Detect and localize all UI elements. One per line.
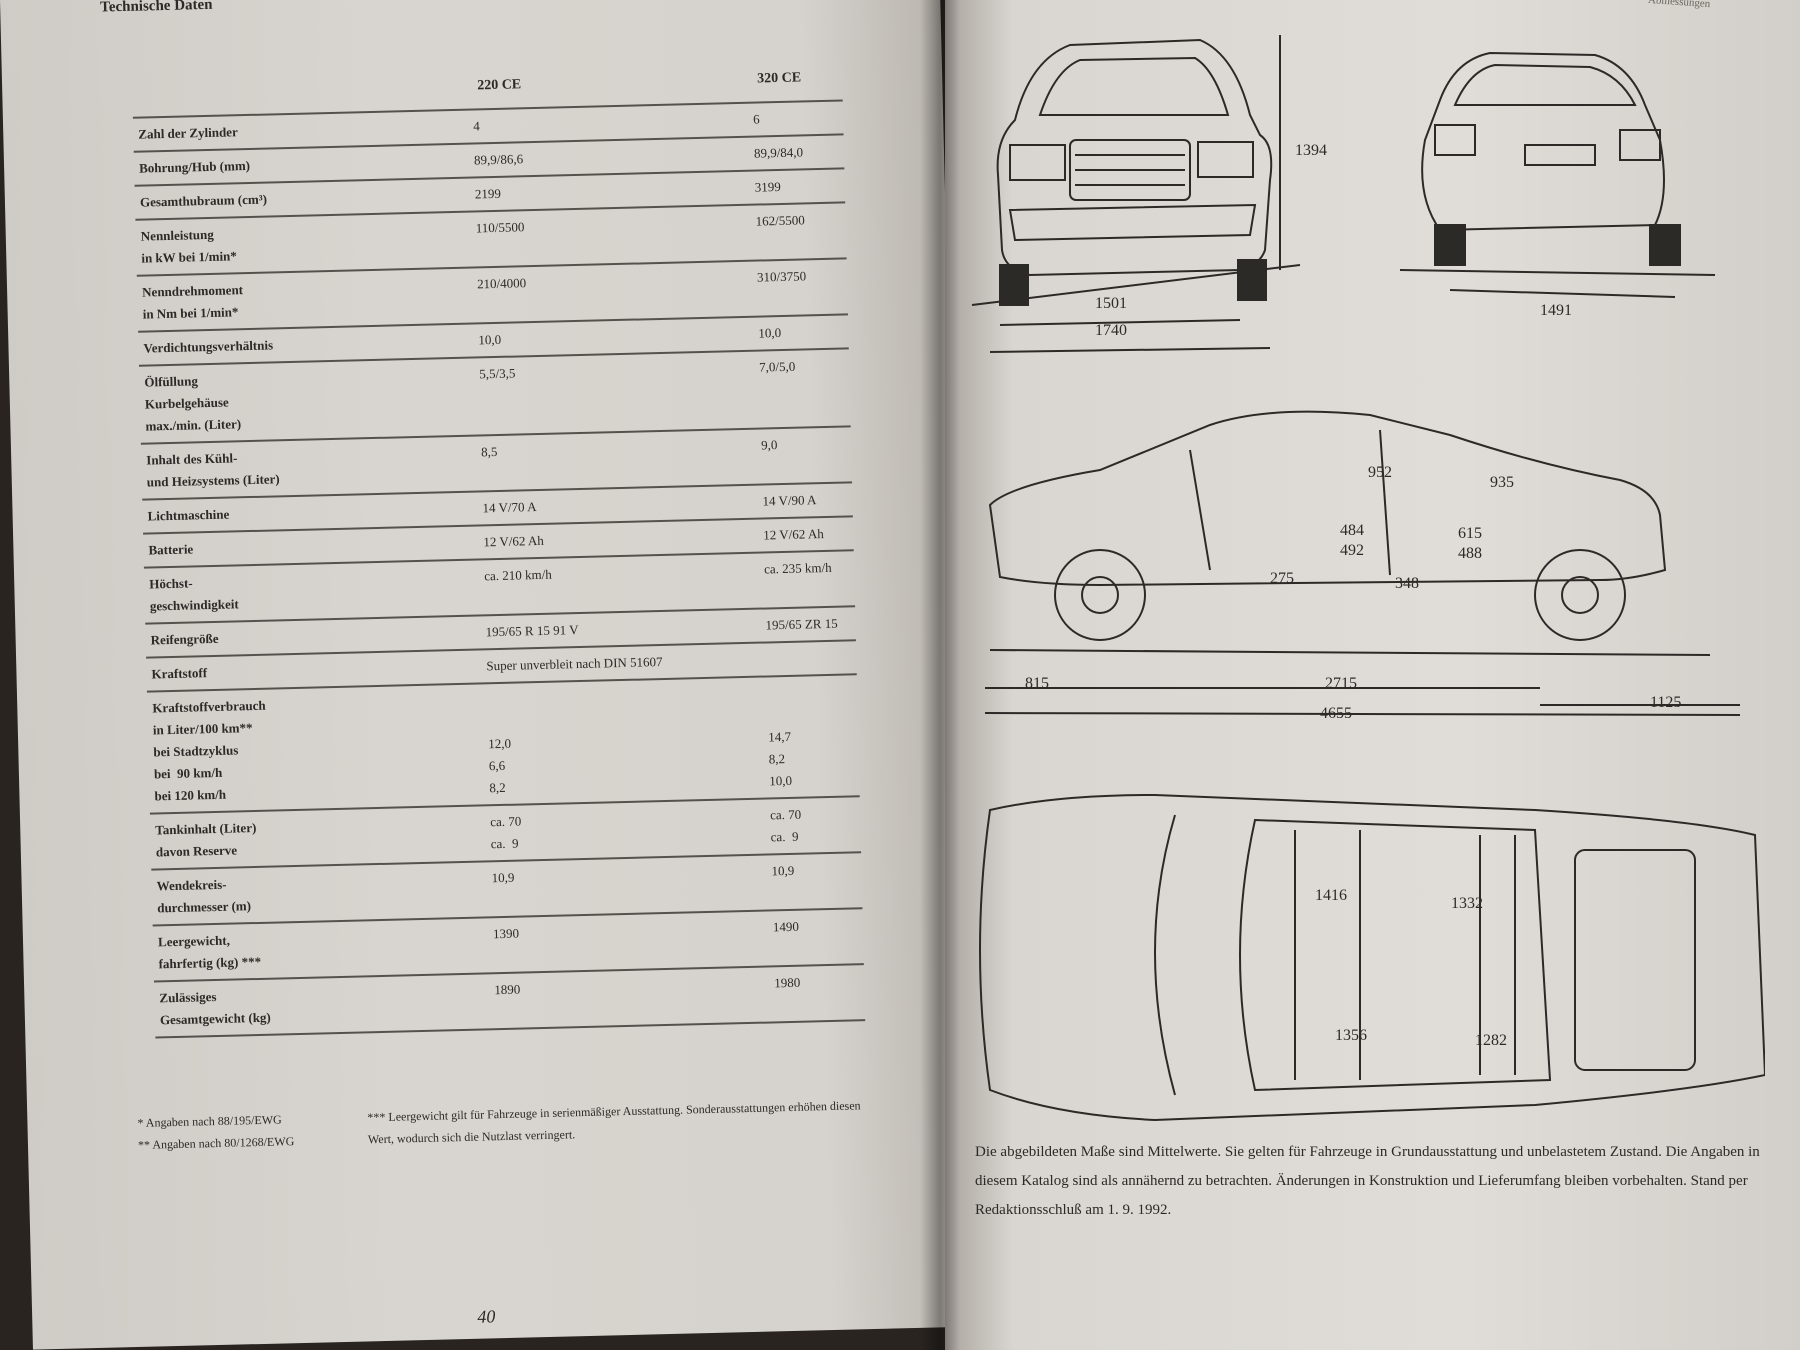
value-220ce: 8,5 (481, 443, 498, 460)
dim-front-shoulder: 1416 (1315, 887, 1347, 904)
row-label: Zulässiges Gesamtgewicht (kg) (159, 989, 271, 1028)
side-view-drawing: 952 935 484 492 615 488 275 348 815 2715… (984, 410, 1741, 722)
row-label: Höchst- geschwindigkeit (149, 575, 239, 614)
row-label: Verdichtungsverhältnis (143, 337, 274, 356)
dim-height: 1394 (1295, 142, 1327, 159)
value-220ce: 14 V/70 A (482, 499, 537, 516)
row-label: Kraftstoffverbrauch in Liter/100 km** be… (152, 697, 266, 804)
value-220ce: ca. 210 km/h (484, 566, 552, 584)
front-view-drawing: 1394 1501 1740 (971, 35, 1327, 353)
dim-width: 1740 (1095, 322, 1127, 339)
row-label: Tankinhalt (Liter) davon Reserve (155, 819, 257, 860)
value-220ce: 10,9 (491, 869, 515, 886)
value-220ce: 12,0 6,6 8,2 (487, 692, 512, 796)
left-page: Technische Daten 220 CE 320 CE Zahl der … (0, 0, 973, 1350)
value-320ce: 14,7 8,2 10,0 (766, 685, 793, 789)
dim-front-elbow: 1356 (1335, 1027, 1367, 1044)
dim-rear-overhang: 1125 (1650, 694, 1681, 711)
value-320ce: 10,9 (771, 862, 795, 879)
value-320ce: 310/3750 (756, 268, 807, 285)
running-head-right: Abmessungen (1647, 0, 1711, 11)
footnote-weight: *** Leergewicht gilt für Fahrzeuge in se… (367, 1098, 861, 1147)
row-label: Kraftstoff (151, 665, 208, 682)
page-number: 40 (477, 1306, 496, 1327)
value-320ce: 6 (752, 111, 760, 127)
value-220ce: 210/4000 (476, 275, 527, 292)
row-label: Nennleistung in kW bei 1/min* (140, 226, 237, 266)
value-320ce: 1980 (774, 974, 801, 991)
row-label: Bohrung/Hub (mm) (138, 157, 251, 176)
row-label: Lichtmaschine (147, 506, 230, 524)
value-220ce: 5,5/3,5 (479, 365, 516, 382)
dim-headroom-front: 952 (1368, 464, 1392, 481)
row-label: Batterie (148, 541, 194, 558)
dim-c: 615 (1458, 525, 1482, 542)
row-label: Reifengröße (150, 630, 219, 648)
value-320ce: 3199 (754, 178, 781, 195)
dimensions-caption: Die abgebildeten Maße sind Mittelwerte. … (975, 1144, 1760, 1218)
value-220ce: Super unverbleit nach DIN 51607 (486, 654, 663, 674)
running-head: Technische Daten (100, 0, 213, 16)
value-220ce: 4 (473, 118, 480, 134)
dim-seat-depth: 348 (1395, 575, 1419, 592)
dim-rear-elbow: 1282 (1475, 1032, 1507, 1049)
dim-seat-height: 275 (1270, 570, 1294, 587)
column-header-320ce: 320 CE (756, 70, 802, 87)
value-320ce: 162/5500 (755, 212, 805, 229)
dim-wheelbase: 2715 (1325, 675, 1357, 692)
row-label: Ölfüllung Kurbelgehäuse max./min. (Liter… (144, 373, 242, 434)
dim-rear-shoulder: 1332 (1451, 895, 1483, 912)
dim-a: 484 (1340, 522, 1364, 539)
value-220ce: 2199 (474, 185, 502, 202)
row-label: Inhalt des Kühl- und Heizsystems (Liter) (146, 450, 280, 490)
dim-d: 488 (1458, 545, 1482, 562)
value-320ce: ca. 70 ca. 9 (769, 806, 802, 845)
dim-b: 492 (1340, 542, 1364, 559)
dim-length: 4655 (1320, 705, 1352, 722)
table-row: Kraftstoffverbrauch in Liter/100 km** be… (146, 675, 860, 815)
row-label: Wendekreis- durchmesser (m) (156, 876, 252, 916)
dim-headroom-rear: 935 (1490, 474, 1514, 491)
dim-rear-track: 1491 (1540, 302, 1572, 319)
row-label: Zahl der Zylinder (138, 124, 238, 142)
value-320ce: 12 V/62 Ah (763, 526, 824, 543)
value-220ce: 195/65 R 15 91 V (485, 622, 579, 640)
rear-view-drawing: 1491 (1399, 51, 1716, 319)
value-320ce: 9,0 (760, 437, 778, 453)
value-320ce: 10,0 (758, 325, 782, 341)
value-320ce: 14 V/90 A (762, 492, 817, 509)
value-220ce: 1890 (494, 981, 521, 998)
value-320ce: 7,0/5,0 (759, 358, 796, 375)
value-320ce: ca. 235 km/h (763, 559, 832, 577)
value-220ce: 110/5500 (475, 219, 525, 236)
footnotes: * Angaben nach 88/195/EWG ** Angaben nac… (137, 1094, 860, 1152)
value-320ce: 1490 (772, 918, 800, 935)
value-220ce: 89,9/86,6 (473, 151, 524, 168)
value-220ce: 12 V/62 Ah (483, 532, 544, 550)
value-220ce: ca. 70 ca. 9 (490, 813, 522, 852)
top-view-drawing: 1416 1332 1356 1282 (979, 793, 1765, 1122)
dim-front-overhang: 815 (1025, 675, 1049, 692)
row-label: Leergewicht, fahrfertig (kg) *** (157, 932, 262, 972)
value-320ce: 195/65 ZR 15 (765, 615, 838, 633)
value-320ce: 89,9/84,0 (753, 144, 804, 161)
column-header-220ce: 220 CE (477, 77, 522, 94)
value-220ce: 10,0 (478, 331, 502, 348)
book-gutter (920, 0, 960, 1350)
value-220ce: 1390 (492, 925, 520, 942)
footnote-sources: * Angaben nach 88/195/EWG ** Angaben nac… (137, 1112, 295, 1152)
row-label: Nenndrehmoment in Nm bei 1/min* (141, 282, 244, 322)
row-label: Gesamthubraum (cm³) (139, 191, 268, 210)
dim-front-track: 1501 (1095, 295, 1127, 312)
